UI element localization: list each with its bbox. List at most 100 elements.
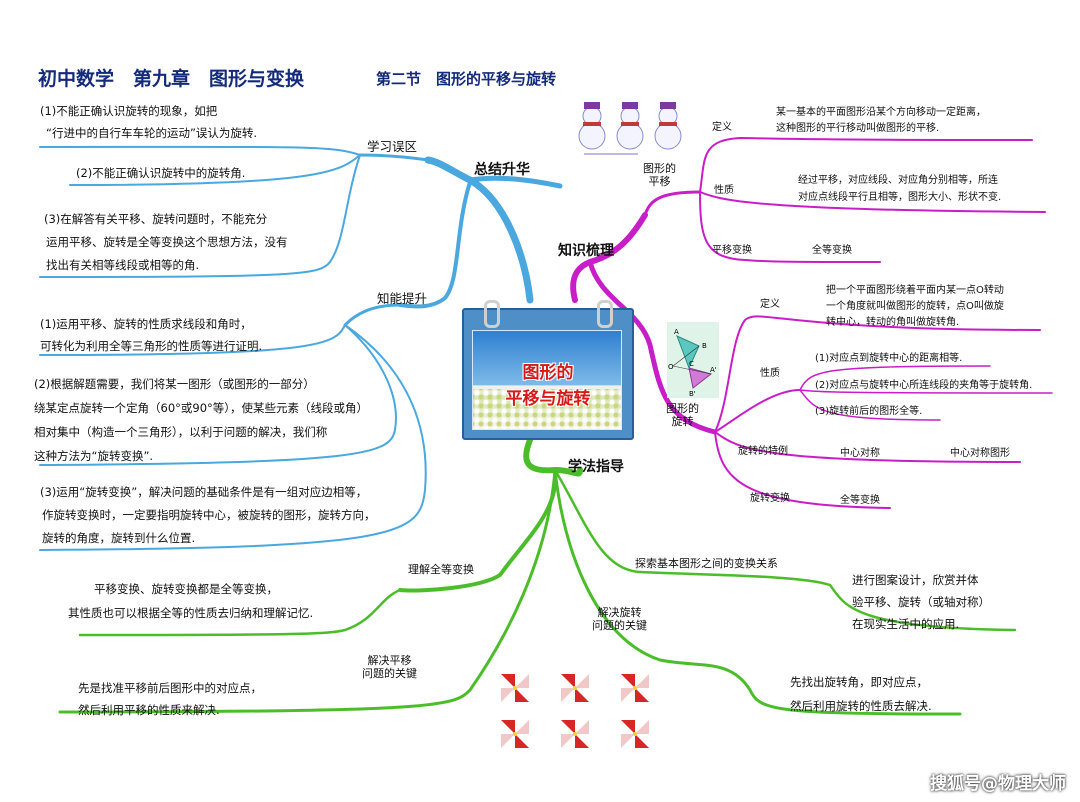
point-a-label: A [674,328,679,336]
rotation-prop-node [714,389,801,433]
rotation-trans-value: 全等变换 [840,495,880,506]
ability2-line1: (2)根据解题需要，我们将某一图形（或图形的一部分） [34,377,315,391]
rotation-prop2-line [799,389,1053,394]
mistake2-text: (2)不能正确认识旋转中的旋转角. [76,166,246,180]
explore-label: 探索基本图形之间的变换关系 [635,557,778,570]
pinwheel-icon [561,720,589,748]
rotation-def-line1: 把一个平面图形绕着平面内某一点O转动 [826,285,1004,296]
point-c-label: C [689,360,694,368]
rotation-special-label: 旋转的特例 [738,446,788,457]
ability2-line2: 绕某定点旋转一个定角（60°或90°等），使某些元素（线段或角） [34,401,369,415]
rotation-figure: A B C O A' B' [667,322,719,398]
mistakes-branch [358,153,430,162]
page-title: 初中数学 第九章 图形与变换 [38,68,305,90]
ability-trunk [398,180,472,309]
rotation-prop1: (1)对应点到旋转中心的距离相等. [815,353,963,364]
ability3-line1: (3)运用“旋转变换”，解决问题的基础条件是有一组对应边相等， [40,485,368,499]
trans-key-line [58,468,557,714]
branch-method: 学法指导 [568,459,624,475]
ability2-line3: 相对集中（构造一个三角形），以利于问题的解决，我们称 [34,425,328,439]
snowman-icon [654,102,682,150]
central-picture [472,330,622,430]
translation-prop-line [699,191,1046,213]
translation-trans-line [699,191,881,263]
pinwheel-icon [561,674,589,702]
translation-def-line2: 这种图形的平行移动叫做图形的平移. [776,123,940,134]
translation-key-line1: 先是找准平移前后图形中的对应点， [78,681,262,695]
summary-trunk [424,156,534,304]
rotation-special-value2: 中心对称图形 [950,448,1010,459]
translation-key-line2: 然后利用平移的性质来解决. [78,703,220,717]
point-a2-label: A' [710,366,717,374]
point-b2-label: B' [689,390,696,398]
branch-summary: 总结升华 [474,162,530,178]
rotation-prop-label: 性质 [760,368,780,379]
translation-trans-label: 平移变换 [712,245,752,256]
snowmen-illustration [578,102,682,155]
pinwheel-pattern [501,674,649,748]
point-b-label: B [702,342,707,350]
mistake1-line1: (1)不能正确认识旋转的现象，如把 [40,104,218,118]
pinwheel-icon [621,720,649,748]
rotation-trunk [587,259,718,435]
translation-label: 图形的平移 [643,162,676,188]
explore-line1: 进行图案设计，欣赏并体 [852,573,979,587]
rotation-prop3: (3)旋转前后的图形全等. [815,406,923,417]
congruent-line [78,588,402,637]
congruent-label: 理解全等变换 [408,563,474,576]
explore-line [553,468,1017,632]
ability3-line [39,324,427,551]
ability1-line1: (1)运用平移、旋转的性质求线段和角时， [40,317,252,331]
translation-prop-line1: 经过平移，对应线段、对应角分别相等，所连 [798,175,998,186]
rotation-label: 图形的旋转 [666,402,699,428]
rotation-trans-label: 旋转变换 [750,493,790,504]
congruent-line2: 其性质也可以根据全等的性质去归纳和理解记忆. [68,606,314,620]
pinwheel-icon [621,674,649,702]
translation-node [643,190,702,217]
central-title-line2: 平移与旋转 [505,389,591,409]
mistake3-line3: 找出有关相等线段或相等的角. [46,258,200,272]
point-o-label: O [668,363,674,371]
central-title-line1: 图形的 [522,363,574,383]
mistake1-line2: “行进中的自行车车轮的运动”误认为旋转. [46,126,258,140]
ability-node [343,303,402,327]
branch-knowledge: 知识梳理 [558,243,614,259]
watermark: 搜狐号@物理大师 [930,774,1066,794]
rotation-def-label: 定义 [760,299,780,310]
ability3-line2: 作旋转变换时，一定要指明旋转中心，被旋转的图形，旋转方向， [42,508,376,522]
rotation-prop3-line [799,389,941,421]
translation-key-label: 解决平移问题的关键 [362,654,417,680]
rotation-prop1-line [799,365,991,391]
rotation-trans-line [714,431,891,509]
rotation-key-line2: 然后利用旋转的性质去解决. [790,699,932,713]
rotation-key-line1: 先找出旋转角，即对应点， [790,675,928,689]
ability1-line2: 可转化为利用全等三角形的性质等进行证明. [40,339,263,353]
rotation-key-label: 解决旋转问题的关键 [592,606,647,632]
pinwheel-icon [501,720,529,748]
rotation-def-line2: 一个角度就叫做图形的旋转，点O叫做旋 [826,301,1004,312]
translation-def-label: 定义 [712,122,732,133]
rotation-special-line [714,431,1021,463]
ability3-line3: 旋转的角度，旋转到什么位置. [42,531,196,545]
mistake1-line [39,145,361,156]
central-topic-card: 图形的 平移与旋转 [462,300,634,440]
summary-underline [467,175,563,189]
congruent-line1: 平移变换、旋转变换都是全等变换， [94,582,278,596]
flower-field [473,389,621,429]
ability2-line4: 这种方法为“旋转变换”. [34,449,154,463]
rotation-prop2: (2)对应点与旋转中心所连线段的夹角等于旋转角. [815,380,1033,391]
rotation-def-line3: 转中心，转动的角叫做旋转角. [826,317,960,328]
ability1-line [39,324,346,356]
mistakes-label: 学习误区 [367,139,418,154]
mistake2-line [69,154,361,186]
mistake3-line [39,154,361,278]
translation-def-line1: 某一基本的平面图形沿某个方向移动一定距离， [776,107,986,118]
snowman-icon [578,102,606,150]
translation-trans-value: 全等变换 [812,245,852,256]
mistake3-line2: 运用平移、旋转是全等变换这个思想方法，没有 [46,235,288,249]
ability2-line [39,324,397,466]
pinwheel-icon [501,674,529,702]
translation-prop-line2: 对应点线段平行且相等，图形大小、形状不变. [798,192,1002,203]
